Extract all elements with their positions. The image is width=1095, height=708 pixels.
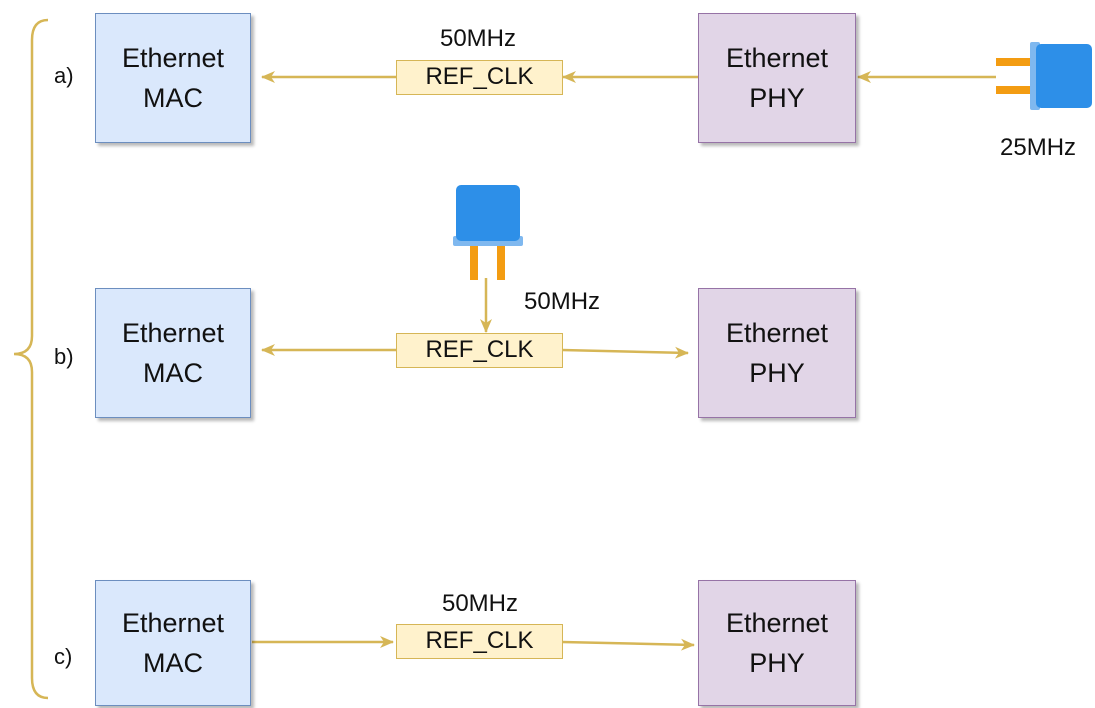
ethernet-phy-box: Ethernet PHY xyxy=(698,580,856,706)
ref-clk-box: REF_CLK xyxy=(396,333,563,368)
oscillator-icon xyxy=(453,185,523,280)
row-label-a: a) xyxy=(54,63,74,88)
phy-label-line2: PHY xyxy=(749,648,805,678)
ref-clk-frequency: 50MHz xyxy=(441,590,519,617)
phy-label-line1: Ethernet xyxy=(725,43,829,73)
mac-label-line1: Ethernet xyxy=(121,608,225,638)
mac-label-line2: MAC xyxy=(143,83,203,113)
mac-label-line1: Ethernet xyxy=(121,43,225,73)
ref-clk-frequency: 50MHz xyxy=(439,25,517,52)
oscillator-frequency: 25MHz xyxy=(1000,134,1077,161)
grouping-brace xyxy=(13,18,49,700)
ethernet-mac-box: Ethernet MAC xyxy=(95,288,251,418)
arrow-b-clk-to-phy xyxy=(561,346,689,359)
ref-clk-box: REF_CLK xyxy=(396,624,563,659)
oscillator-frequency: 50MHz xyxy=(524,288,601,315)
oscillator-icon xyxy=(996,42,1092,110)
ethernet-phy-box: Ethernet PHY xyxy=(698,13,856,143)
ref-clk-box: REF_CLK xyxy=(396,60,563,95)
phy-label-line2: PHY xyxy=(749,358,805,388)
phy-label-line2: PHY xyxy=(749,83,805,113)
phy-label-line1: Ethernet xyxy=(725,318,829,348)
phy-label-line1: Ethernet xyxy=(725,608,829,638)
ethernet-mac-box: Ethernet MAC xyxy=(95,13,251,143)
mac-label-line2: MAC xyxy=(143,648,203,678)
mac-label-line2: MAC xyxy=(143,358,203,388)
row-label-b: b) xyxy=(54,344,74,369)
arrow-c-clk-to-phy xyxy=(561,638,695,651)
ethernet-phy-box: Ethernet PHY xyxy=(698,288,856,418)
row-label-c: c) xyxy=(54,644,73,669)
mac-label-line1: Ethernet xyxy=(121,318,225,348)
ethernet-mac-box: Ethernet MAC xyxy=(95,580,251,706)
